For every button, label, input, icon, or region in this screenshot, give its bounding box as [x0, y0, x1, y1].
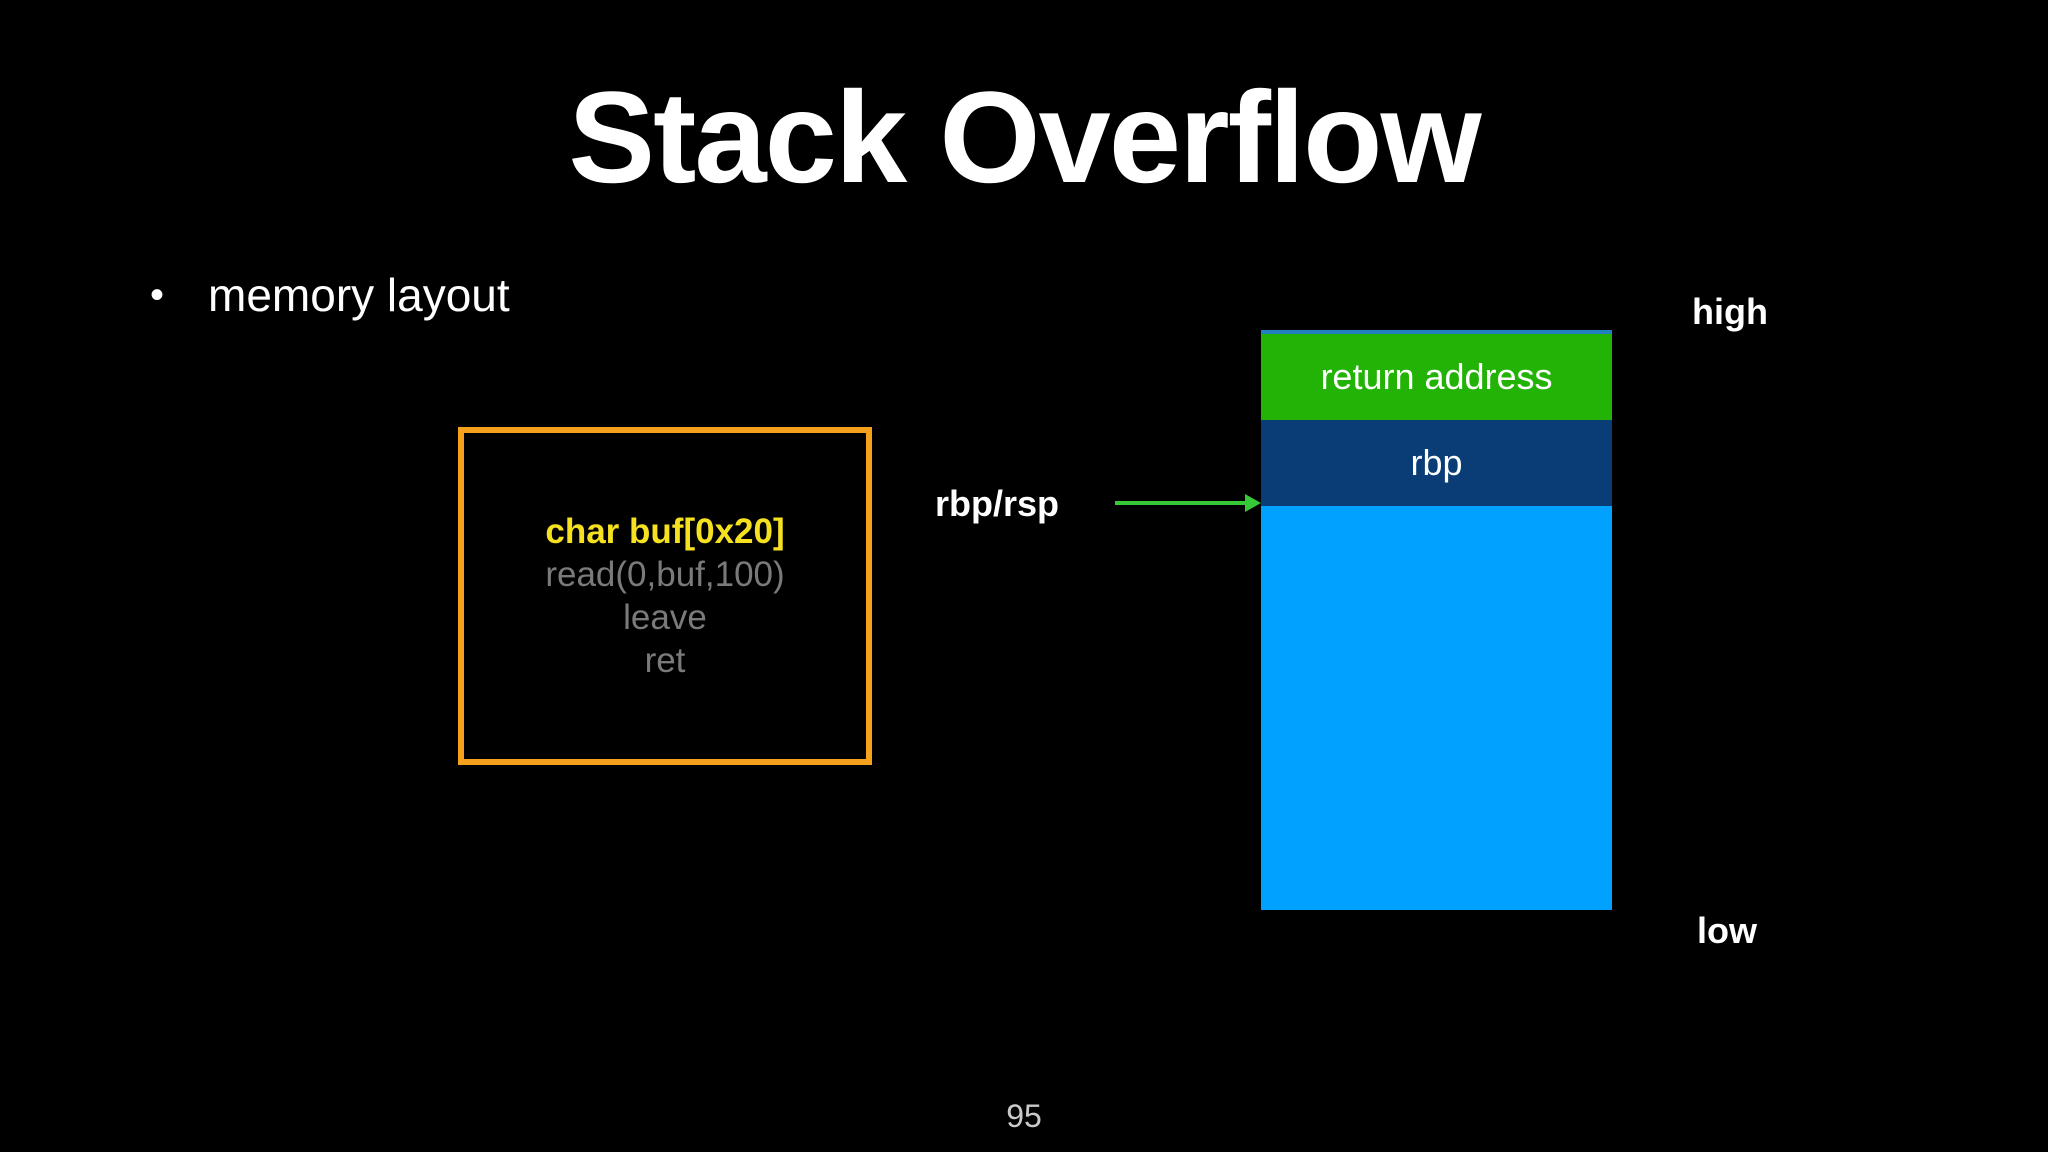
stack-block-return-address: return address [1261, 334, 1612, 420]
code-line-buffer-decl: char buf[0x20] [545, 512, 785, 551]
rbp-rsp-label: rbp/rsp [935, 483, 1060, 524]
bullet-icon: • [150, 273, 165, 317]
low-address-label: low [1697, 910, 1757, 951]
slide-title: Stack Overflow [568, 64, 1481, 210]
stack-top-edge [1261, 330, 1612, 334]
stack-block-rbp: rbp [1261, 420, 1612, 506]
stack-block-buffer [1261, 506, 1612, 910]
high-address-label: high [1692, 291, 1768, 332]
bullet-text: memory layout [208, 269, 510, 321]
bullet-item: • memory layout [150, 268, 510, 322]
stack-block-rbp-label: rbp [1410, 442, 1463, 483]
stack-block-return-address-label: return address [1320, 356, 1553, 397]
code-line-ret: ret [644, 641, 686, 680]
page-number: 95 [1006, 1098, 1042, 1134]
code-box: char buf[0x20] read(0,buf,100) leave ret [458, 427, 872, 765]
stack-diagram: return address rbp [1261, 330, 1612, 910]
pointer-arrow-head-icon [1245, 494, 1261, 512]
code-line-read-call: read(0,buf,100) [545, 555, 785, 594]
code-line-leave: leave [623, 598, 707, 637]
pointer-arrow-line [1115, 501, 1247, 505]
